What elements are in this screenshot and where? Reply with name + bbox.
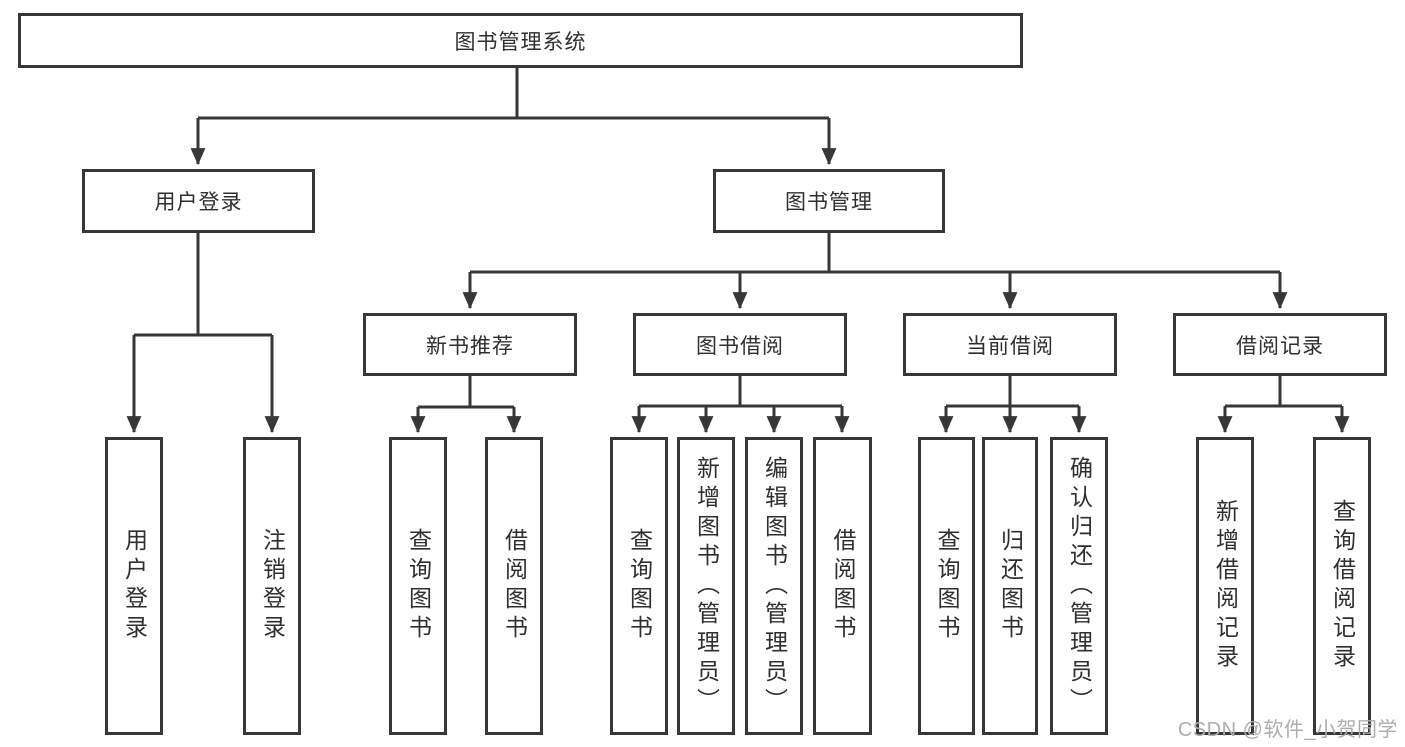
leaf-confirm-return-admin-label: 确认归还（管理员） <box>1066 455 1093 717</box>
leaf-add-books-admin: 新增图书（管理员） <box>677 437 735 735</box>
leaf-query-borrowing-record: 查询借阅记录 <box>1313 437 1371 735</box>
leaf-logout-login: 注销登录 <box>243 437 301 735</box>
leaf-edit-books-admin-label: 编辑图书（管理员） <box>761 455 788 717</box>
node-user-login-branch: 用户登录 <box>82 169 315 233</box>
leaf-add-books-admin-label: 新增图书（管理员） <box>693 455 720 717</box>
node-book-management-branch: 图书管理 <box>713 169 945 233</box>
leaf-query-books-recommend-label: 查询图书 <box>405 528 432 644</box>
leaf-borrow-books-recommend: 借阅图书 <box>485 437 543 735</box>
leaf-edit-books-admin: 编辑图书（管理员） <box>745 437 803 735</box>
leaf-add-borrowing-record: 新增借阅记录 <box>1196 437 1254 735</box>
node-borrowing-records: 借阅记录 <box>1173 313 1387 376</box>
leaf-query-borrowing-record-label: 查询借阅记录 <box>1329 499 1356 673</box>
node-new-book-recommend: 新书推荐 <box>363 313 577 376</box>
leaf-add-borrowing-record-label: 新增借阅记录 <box>1212 499 1239 673</box>
leaf-return-books-label: 归还图书 <box>997 528 1024 644</box>
leaf-query-books-current-label: 查询图书 <box>934 528 960 644</box>
leaf-query-books-borrowing-label: 查询图书 <box>626 528 653 644</box>
watermark: CSDN @软件_小贺同学 <box>1177 719 1398 741</box>
leaf-return-books: 归还图书 <box>982 437 1038 735</box>
leaf-logout-login-label: 注销登录 <box>259 528 286 644</box>
leaf-query-books-borrowing: 查询图书 <box>610 437 668 735</box>
leaf-confirm-return-admin: 确认归还（管理员） <box>1050 437 1108 735</box>
node-book-borrowing: 图书借阅 <box>633 313 847 376</box>
leaf-borrow-books-borrowing-label: 借阅图书 <box>830 528 856 644</box>
leaf-borrow-books-recommend-label: 借阅图书 <box>501 528 528 644</box>
leaf-user-login-label: 用户登录 <box>121 528 148 644</box>
leaf-query-books-current: 查询图书 <box>918 437 975 735</box>
node-current-borrowing: 当前借阅 <box>903 313 1117 376</box>
leaf-query-books-recommend: 查询图书 <box>389 437 447 735</box>
leaf-user-login: 用户登录 <box>105 437 163 735</box>
node-root-system: 图书管理系统 <box>18 13 1023 68</box>
leaf-borrow-books-borrowing: 借阅图书 <box>813 437 872 735</box>
